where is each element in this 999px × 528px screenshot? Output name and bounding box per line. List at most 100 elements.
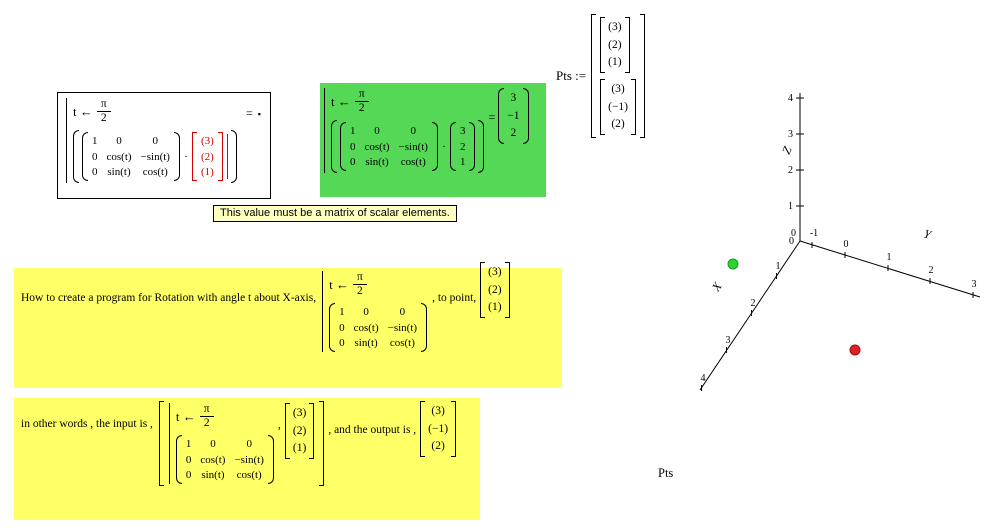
- bracket-left-icon: [600, 17, 606, 74]
- bracket-left-icon: [420, 401, 426, 458]
- frac-denominator: 2: [354, 101, 369, 115]
- rotation-matrix: 1 0 0 0 cos(t) −sin(t) 0 sin(t) cos(t): [340, 122, 438, 172]
- matrix-cell: −sin(t): [398, 140, 428, 153]
- bracket-left-icon: [191, 132, 197, 182]
- assignment-line: t ← π 2: [331, 88, 369, 115]
- matrix-cell: 1: [185, 438, 192, 451]
- matrix-cell: (3): [488, 266, 502, 278]
- text-region-1[interactable]: How to create a program for Rotation wit…: [14, 262, 562, 388]
- matrix-cell: −sin(t): [234, 453, 264, 466]
- bracket-right-icon: [217, 132, 223, 182]
- assign-text: t ←: [331, 93, 351, 109]
- matrix-cell: 0: [410, 125, 417, 138]
- matrix-cell: 2: [459, 140, 466, 153]
- matrix-cell: 0: [399, 306, 406, 319]
- error-tooltip-text: This value must be a matrix of scalar el…: [220, 207, 450, 219]
- y-axis-label: Y: [922, 226, 934, 242]
- matrix-cell: (2): [611, 118, 625, 131]
- z-tick-label: 3: [788, 129, 793, 140]
- matrix-cell: 0: [210, 438, 216, 451]
- bracket-right-icon: [504, 262, 510, 319]
- x-tick-label: 4: [701, 373, 706, 384]
- paren-right-icon: [230, 130, 237, 184]
- paren-right-icon: [267, 435, 274, 485]
- frac-numerator: π: [358, 88, 365, 100]
- bracket-left-icon: [600, 79, 606, 136]
- bracket-left-icon: [591, 14, 597, 139]
- fraction-pi-over-2: π 2: [199, 403, 214, 430]
- matrix-cell: (1): [200, 166, 214, 179]
- program-bar-icon: [168, 403, 170, 485]
- assignment-line: t ← π 2: [329, 271, 367, 298]
- paren-right-icon: [478, 120, 485, 174]
- y-tick-label: 1: [887, 252, 892, 263]
- assignment-line: t ← π 2: [176, 403, 214, 430]
- matrix-cell: sin(t): [365, 156, 389, 169]
- assignment-line: t ← π 2: [73, 98, 111, 125]
- matrix-cell: cos(t): [364, 140, 390, 153]
- input-vector: (3)(2)(1): [284, 403, 315, 460]
- paren-left-icon: [498, 88, 505, 145]
- matrix-cell: 1: [350, 125, 356, 138]
- matrix-cell: 0: [350, 140, 356, 153]
- matrix-cell: 0: [374, 125, 380, 138]
- program-bar-icon: [66, 98, 67, 184]
- plot-axes: [699, 93, 981, 391]
- error-vector[interactable]: (3) (2) (1): [191, 132, 223, 182]
- paren-right-icon: [522, 88, 529, 145]
- matrix-cell: sin(t): [107, 166, 131, 179]
- matrix-cell: 1: [339, 306, 345, 319]
- matrix-cell: 0: [152, 135, 159, 148]
- matrix-cell: (3): [200, 135, 214, 148]
- paren-right-icon: [421, 303, 428, 353]
- pts-vector-2: (3)(−1)(2): [600, 79, 637, 136]
- matrix-cell: sin(t): [354, 337, 378, 350]
- matrix-cell: 3: [510, 92, 517, 104]
- text-mid: , to point,: [432, 292, 477, 304]
- matrix-cell: cos(t): [389, 337, 415, 350]
- matrix-cell: 0: [92, 150, 98, 163]
- matrix-cell: (2): [200, 150, 214, 163]
- x-tick-label: 3: [726, 335, 731, 346]
- pts-vector-1: (3)(2)(1): [600, 17, 636, 74]
- edit-caret-icon: [226, 134, 228, 180]
- matrix-cell: −sin(t): [387, 321, 418, 334]
- matrix-cell: (3): [611, 83, 625, 96]
- y-tick-label: -1: [810, 228, 818, 239]
- matrix-cell: sin(t): [201, 469, 225, 482]
- x-axis-label: X: [708, 279, 725, 294]
- matrix-cell: 1: [459, 156, 466, 169]
- matrix-cell: 0: [246, 438, 252, 451]
- plot-3d[interactable]: 4 3 2 1 0 0 -1 0 1 2 3 1 2 3 4 X Y Z: [630, 60, 999, 460]
- frac-numerator: π: [203, 403, 210, 415]
- multiply-dot-icon: ·: [183, 149, 188, 164]
- bracket-left-icon: [480, 262, 486, 319]
- program-bar-icon: [324, 88, 325, 174]
- frac-numerator: π: [356, 271, 363, 283]
- bracket-right-icon: [624, 17, 630, 74]
- paren-right-icon: [469, 122, 476, 172]
- matrix-cell: cos(t): [400, 156, 426, 169]
- pts-definition[interactable]: Pts := (3)(2)(1) (3)(−1)(2): [556, 14, 646, 139]
- z-axis-label: Z: [779, 144, 795, 156]
- bracket-right-icon: [319, 401, 325, 487]
- frac-denominator: 2: [96, 111, 111, 125]
- fraction-pi-over-2: π 2: [96, 98, 111, 125]
- x-tick-label: 2: [751, 298, 756, 309]
- matrix-cell: 0: [185, 469, 192, 482]
- z-tick-label: 1: [788, 201, 793, 212]
- matrix-cell: 0: [350, 156, 356, 169]
- text-region-2[interactable]: in other words , the input is , t ← π 2 …: [14, 398, 480, 520]
- matrix-cell: (2): [608, 38, 622, 51]
- matrix-cell: 2: [510, 127, 517, 140]
- equals-sign: =: [488, 110, 496, 124]
